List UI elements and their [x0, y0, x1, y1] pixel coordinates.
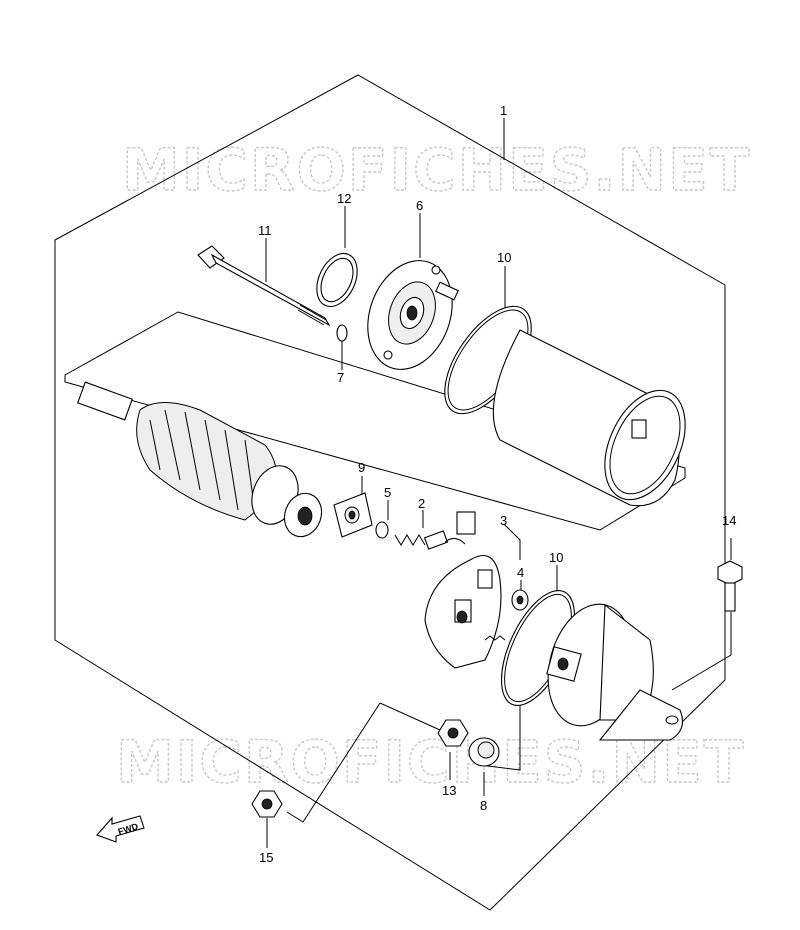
callout-14: 14	[722, 513, 736, 528]
watermark-top: MICROFICHES.NET	[122, 136, 751, 204]
callout-10-lower: 10	[549, 550, 563, 565]
armature-part	[77, 381, 323, 538]
terminal-nut-part	[251, 790, 283, 818]
callout-15: 15	[259, 850, 273, 865]
housing-bolt-part	[197, 245, 331, 327]
callout-6: 6	[416, 198, 423, 213]
callouts: 1 2 3 4 5 6 7 8 9 10 10 11 12 13 14 15	[258, 103, 736, 865]
seal-part	[468, 737, 500, 767]
callout-4: 4	[517, 565, 524, 580]
terminal-plate-part	[333, 492, 373, 538]
washer-part	[336, 324, 348, 342]
fwd-arrow: FWD	[96, 815, 145, 843]
o-ring-part	[375, 521, 389, 539]
yoke-housing-part	[492, 329, 686, 507]
callout-1: 1	[500, 103, 507, 118]
callout-7: 7	[337, 370, 344, 385]
mounting-bolt-part	[717, 560, 743, 612]
callout-9: 9	[358, 460, 365, 475]
front-bracket-part	[367, 260, 459, 370]
callout-10-upper: 10	[497, 250, 511, 265]
leader-lines	[265, 118, 732, 848]
callout-3: 3	[500, 513, 507, 528]
brush-holder-part	[424, 555, 506, 669]
callout-13: 13	[442, 783, 456, 798]
callout-11: 11	[258, 223, 272, 238]
rear-housing-part	[546, 603, 683, 741]
armature-subassembly-boundary	[64, 311, 686, 531]
brush-spring-part	[394, 511, 476, 550]
callout-8: 8	[480, 798, 487, 813]
nut-part	[437, 719, 469, 747]
assembly-boundary	[54, 74, 726, 911]
callout-12: 12	[337, 191, 351, 206]
callout-2: 2	[418, 496, 425, 511]
callout-5: 5	[384, 485, 391, 500]
